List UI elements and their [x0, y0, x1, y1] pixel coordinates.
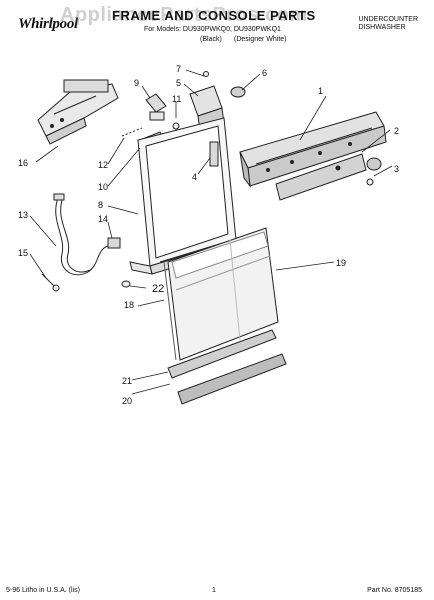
color-designer: (Designer White) [234, 36, 287, 43]
product-line-2: DISHWASHER [358, 24, 406, 31]
product-line: UNDERCOUNTER DISHWASHER [359, 16, 419, 32]
callout-20: 20 [122, 396, 132, 406]
part-2-overlay [275, 153, 367, 201]
part-17-knob [366, 157, 382, 171]
part-19-door-panel [167, 227, 279, 361]
leader-lines [29, 69, 393, 395]
part-9-hinge [145, 93, 167, 121]
part-4-latch-insert [209, 141, 219, 167]
callout-12: 12 [98, 160, 108, 170]
part-6-knob [230, 86, 246, 98]
part-7-screw [203, 71, 209, 77]
page-title: FRAME AND CONSOLE PARTS [112, 8, 316, 23]
part-3-screw [366, 178, 374, 186]
callout-7: 7 [176, 64, 181, 74]
callout-13: 13 [18, 210, 28, 220]
callout-18: 18 [124, 300, 134, 310]
logo-text: Whirlpool [18, 15, 78, 32]
part-16-bracket [37, 79, 119, 145]
part-13-wire-harness [53, 193, 109, 276]
callout-3: 3 [394, 164, 399, 174]
part-18-frame-bottom [163, 261, 177, 361]
callout-2: 2 [394, 126, 399, 136]
part-12-screw-row [121, 127, 143, 137]
part-11-screw [172, 122, 180, 130]
callout-5: 5 [176, 78, 181, 88]
footer-part-number: Part No. 8705185 [367, 587, 422, 594]
callout-22: 22 [152, 283, 164, 295]
footer-litho: 5-96 Litho in U.S.A. (lis) [6, 587, 80, 594]
part-21-trim [167, 329, 277, 379]
callout-21: 21 [122, 376, 132, 386]
callout-8: 8 [98, 200, 103, 210]
callout-11: 11 [172, 94, 181, 104]
callout-4: 4 [192, 172, 197, 182]
callout-10: 10 [98, 182, 108, 192]
callout-14: 14 [98, 214, 108, 224]
callout-16: 16 [18, 158, 28, 168]
callout-9: 9 [134, 78, 139, 88]
product-line-1: UNDERCOUNTER [358, 16, 419, 23]
part-1-console [239, 111, 387, 188]
part-20-trim-lower [177, 353, 287, 405]
callout-1: 1 [318, 86, 323, 96]
footer-page-number: 1 [212, 587, 216, 594]
callout-19: 19 [336, 258, 346, 268]
color-black: (Black) [200, 36, 222, 43]
model-numbers: For Models: DU930PWKQ0, DU930PWKQ1 [144, 26, 281, 33]
part-22-bumper [121, 280, 131, 288]
whirlpool-logo: Whirlpool [8, 8, 88, 40]
part-15-screw [41, 273, 60, 292]
part-14-switch [107, 237, 121, 249]
callout-15: 15 [18, 248, 28, 258]
callout-6: 6 [262, 68, 267, 78]
